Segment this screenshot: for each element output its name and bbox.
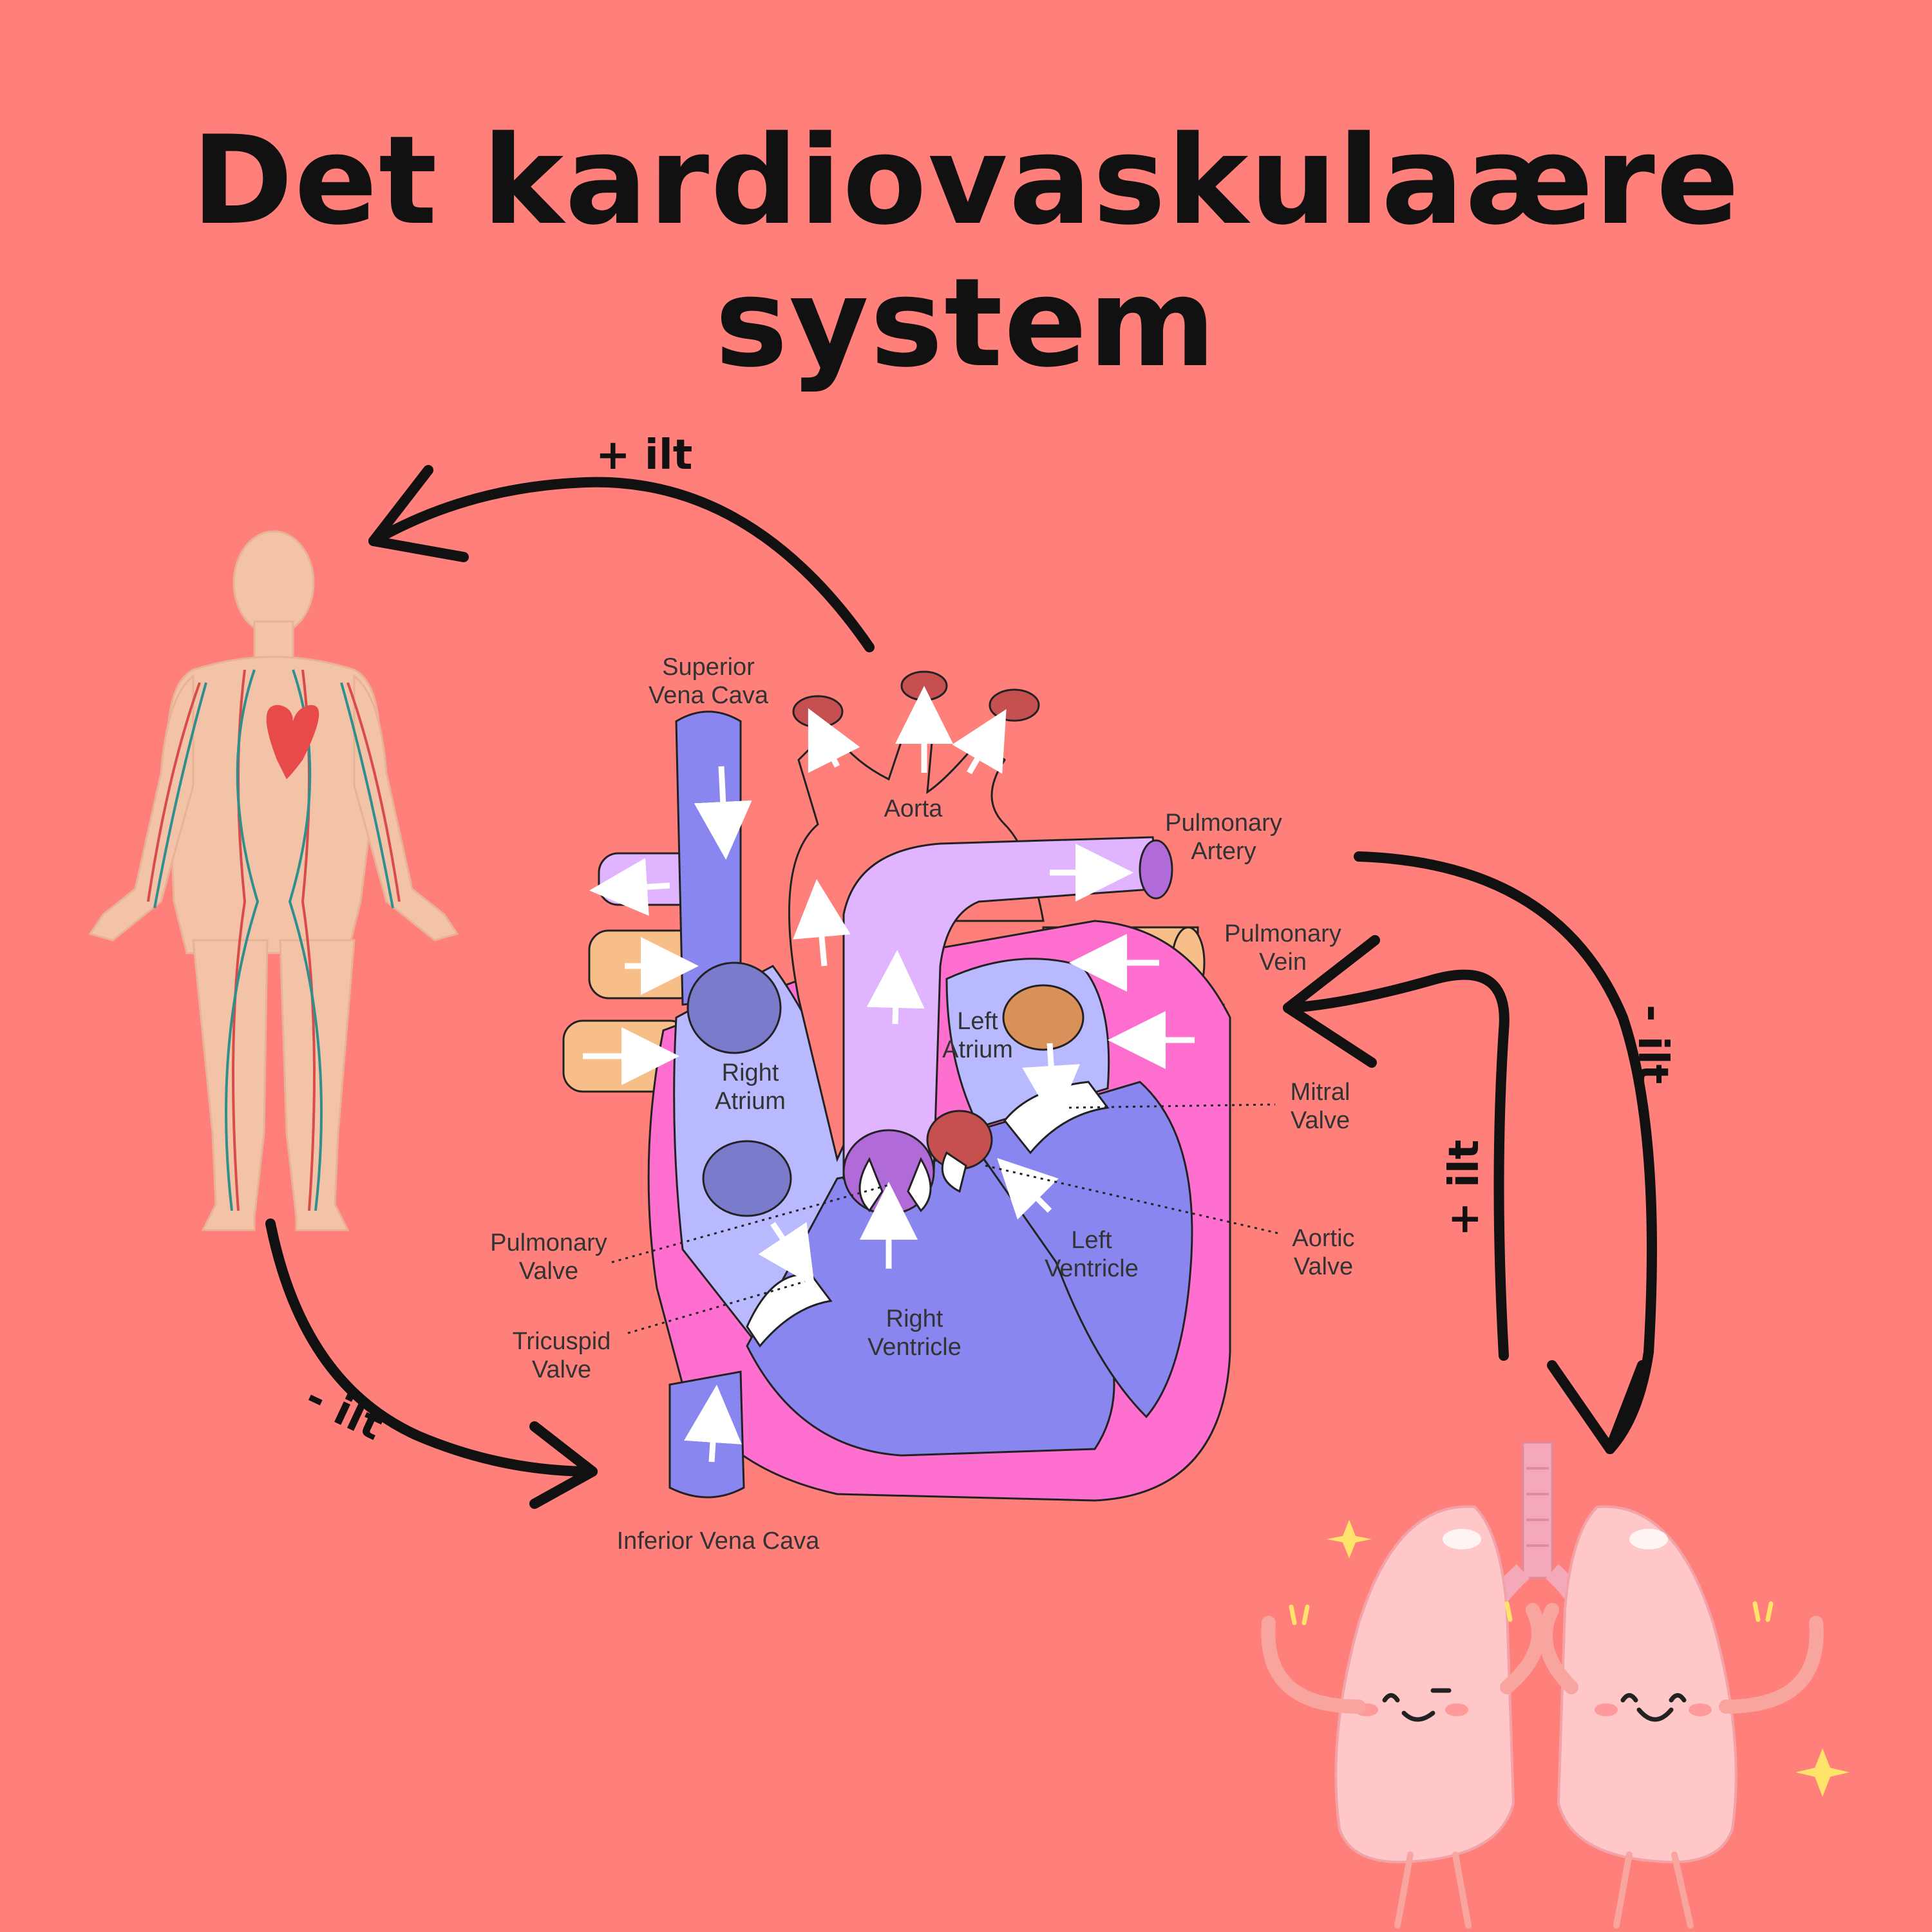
sparkle-icon	[1327, 1520, 1372, 1558]
heart-text-labels: Superior Vena Cava Aorta Pulmonary Arter…	[490, 654, 1354, 1555]
label-right-atrium-1: Right	[722, 1059, 779, 1086]
human-body-illustration	[88, 530, 459, 1231]
label-inferior-vena-cava: Inferior Vena Cava	[617, 1528, 820, 1555]
lungs-illustration	[1261, 1441, 1850, 1929]
sparkle-icon	[1795, 1748, 1850, 1797]
label-minus-ilt-right: - ilt	[1629, 1005, 1676, 1084]
label-tricuspid-valve-2: Valve	[532, 1356, 591, 1383]
arrow-to-heart-head	[529, 1421, 598, 1509]
label-aortic-valve-2: Valve	[1294, 1253, 1353, 1280]
arrow-to-body-head	[368, 465, 469, 562]
heart-diagram	[562, 670, 1279, 1502]
arrow-to-heart	[265, 1218, 598, 1477]
label-pulmonary-vein-2: Vein	[1259, 949, 1307, 976]
label-pulmonary-artery-1: Pulmonary	[1165, 810, 1282, 837]
heart-icon	[266, 705, 319, 779]
label-aortic-valve-1: Aortic	[1292, 1225, 1354, 1252]
label-plus-ilt-top: + ilt	[596, 431, 692, 479]
label-minus-ilt-bottom: - ilt	[298, 1373, 390, 1450]
label-left-ventricle-1: Left	[1071, 1227, 1112, 1254]
label-mitral-valve-1: Mitral	[1291, 1079, 1350, 1106]
label-right-ventricle-1: Right	[886, 1305, 943, 1332]
label-left-atrium-2: Atrium	[942, 1036, 1013, 1063]
arrow-from-lungs	[1283, 969, 1510, 1361]
label-pulmonary-valve-1: Pulmonary	[490, 1229, 607, 1256]
label-right-atrium-2: Atrium	[715, 1088, 786, 1115]
label-pulmonary-vein-1: Pulmonary	[1224, 920, 1341, 947]
label-tricuspid-valve-1: Tricuspid	[513, 1328, 611, 1355]
label-left-ventricle-2: Ventricle	[1045, 1255, 1139, 1282]
label-plus-ilt-right: + ilt	[1441, 1140, 1488, 1236]
arrow-from-lungs-head	[1283, 935, 1380, 1068]
label-right-ventricle-2: Ventricle	[867, 1334, 961, 1361]
arrow-to-lungs	[1354, 851, 1657, 1454]
label-superior-vena-cava-1: Superior	[662, 654, 755, 681]
label-pulmonary-artery-2: Artery	[1191, 838, 1256, 865]
arrow-to-body	[368, 477, 875, 652]
label-mitral-valve-2: Valve	[1291, 1107, 1350, 1134]
label-pulmonary-valve-2: Valve	[519, 1258, 578, 1285]
flow-arrows	[265, 465, 1657, 1509]
label-left-atrium-1: Left	[957, 1008, 998, 1035]
page-title: Det kardiovaskulaære system	[191, 109, 1741, 394]
arrow-to-lungs-head	[1547, 1360, 1647, 1454]
label-aorta: Aorta	[884, 795, 943, 822]
label-superior-vena-cava-2: Vena Cava	[649, 682, 769, 709]
